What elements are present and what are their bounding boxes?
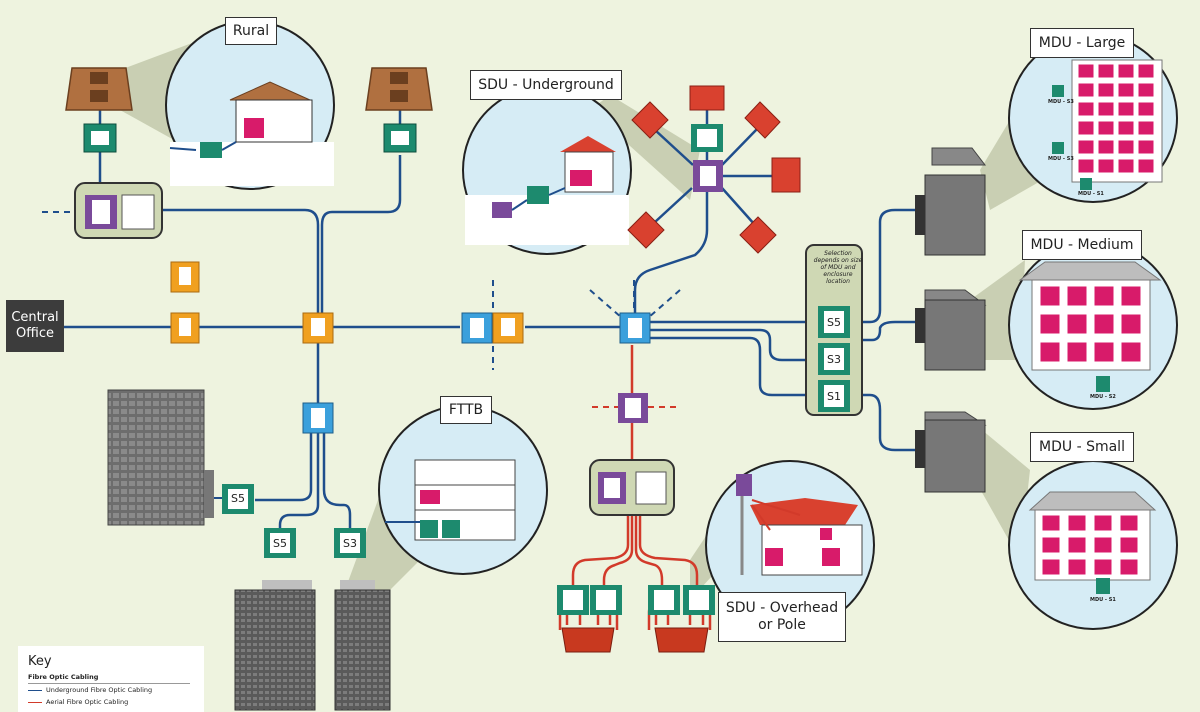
rural-house-right: [365, 67, 433, 111]
orange-closures: [170, 261, 524, 344]
legend-subtitle: Fibre Optic Cabling: [28, 673, 99, 681]
legend-title: Key: [28, 654, 52, 669]
mdu-large-tag-1: MDU - S3: [1048, 99, 1074, 105]
label-rural: Rural: [225, 17, 277, 45]
label-fttb: FTTB: [440, 396, 492, 424]
central-office-line2: Office: [16, 326, 54, 341]
legend-item-aerial: Aerial Fibre Optic Cabling: [46, 698, 129, 706]
central-office: Central Office: [6, 300, 64, 352]
s5-label-a: S5: [231, 492, 245, 505]
sdu-overhead-callout: [705, 460, 875, 630]
sdu-star: [627, 85, 801, 254]
legend-swatch-aerial: [28, 702, 42, 703]
label-mdu-large: MDU - Large: [1030, 28, 1134, 58]
selection-panel: [805, 244, 863, 416]
legend-swatch-underground: [28, 690, 42, 691]
rural-splice-boxes: [83, 123, 417, 153]
splitter-text: S5 S5 S3 S5 S3 S1: [231, 316, 841, 550]
label-sdu-overhead-line1: SDU - Overhead: [725, 600, 839, 616]
s1-label: S1: [827, 390, 841, 403]
mdu-large-callout: [1008, 33, 1178, 203]
s3-label-b: S3: [827, 353, 841, 366]
central-office-line1: Central: [11, 310, 59, 325]
fttb-building: [107, 389, 222, 526]
mdu-medium-tag: MDU - S2: [1090, 394, 1116, 400]
mdu-large-tag-3: MDU - S1: [1078, 191, 1104, 197]
street-cabinet: [74, 182, 163, 239]
bottom-buildings: [234, 580, 391, 711]
sdu-underground-callout: [462, 85, 632, 255]
s5-label-b: S5: [273, 537, 287, 550]
mdu-medium-callout: [1008, 240, 1178, 410]
label-mdu-small: MDU - Small: [1030, 432, 1134, 462]
mdu-large-tag-2: MDU - S3: [1048, 156, 1074, 162]
legend: Key Fibre Optic Cabling Underground Fibr…: [18, 646, 204, 712]
rural-callout: [165, 20, 335, 190]
label-sdu-overhead-line2: or Pole: [758, 617, 806, 633]
s5-label-c: S5: [827, 316, 841, 329]
mdu-small-callout: [1008, 460, 1178, 630]
mdu-small-tag: MDU - S1: [1090, 597, 1116, 603]
label-sdu-overhead: SDU - Overhead or Pole: [718, 592, 846, 642]
underground-cables: [64, 95, 920, 530]
s3-label-a: S3: [343, 537, 357, 550]
blue-closures: [302, 312, 651, 434]
fttb-callout: [378, 405, 548, 575]
legend-item-underground: Underground Fibre Optic Cabling: [46, 686, 153, 694]
aerial-section: [557, 393, 715, 653]
rural-house-left: [65, 67, 133, 111]
label-mdu-medium: MDU - Medium: [1022, 230, 1142, 260]
selection-note: Selection depends on size of MDU and enc…: [813, 250, 863, 285]
mdu-buildings: [915, 147, 987, 493]
label-sdu-underground: SDU - Underground: [470, 70, 622, 100]
teal-splitters-bottom: [222, 484, 366, 558]
